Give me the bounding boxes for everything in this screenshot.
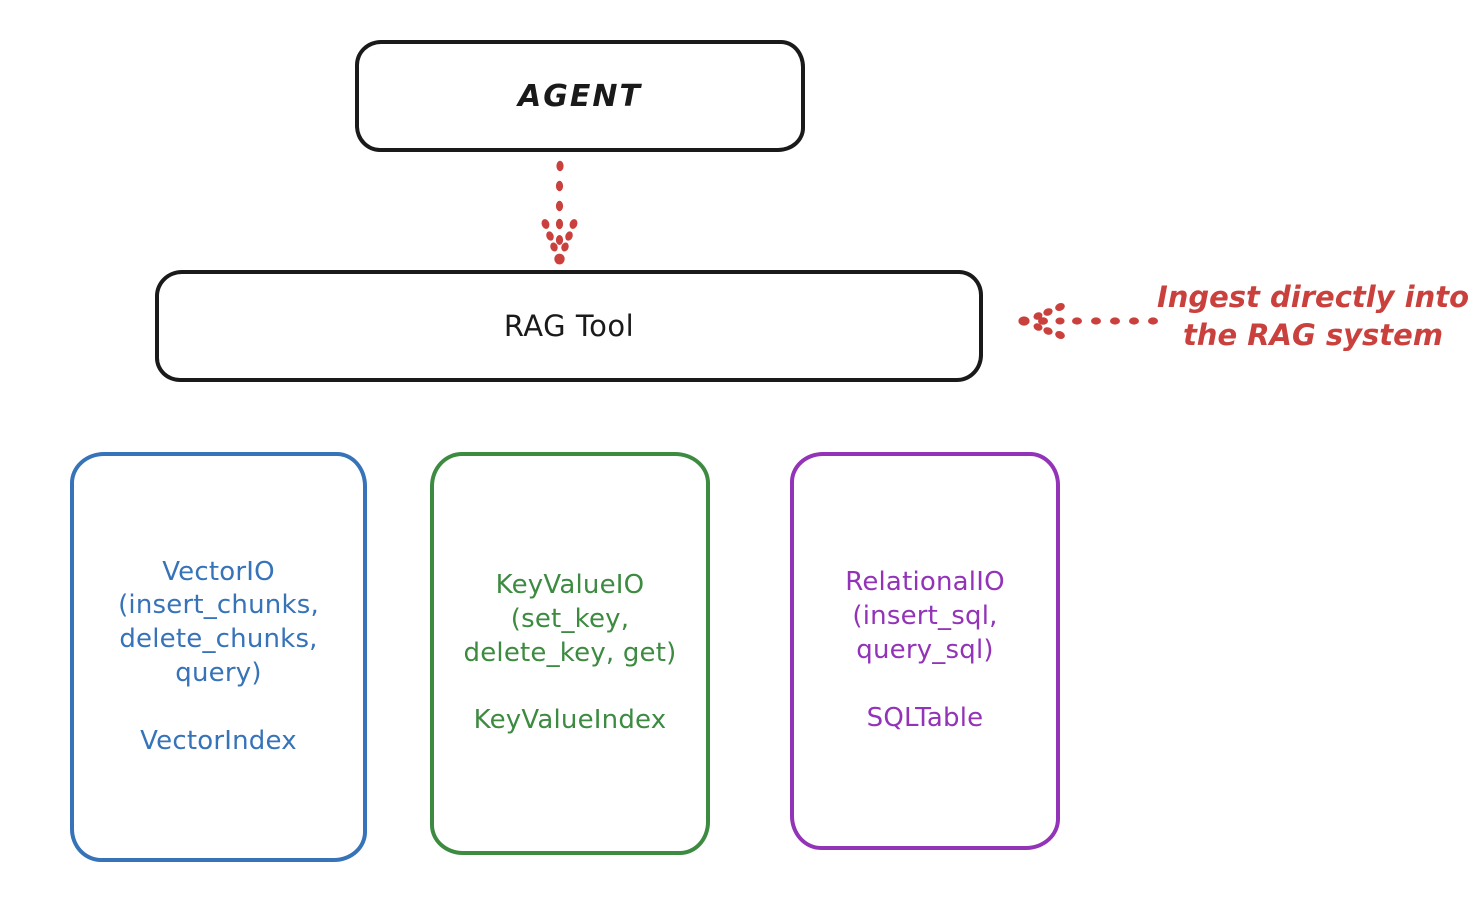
node-key-value-io-api: KeyValueIO (set_key, delete_key, get) — [463, 569, 677, 668]
node-key-value-io[interactable]: KeyValueIO (set_key, delete_key, get) Ke… — [430, 452, 710, 855]
node-agent[interactable]: AGENT — [355, 40, 805, 152]
node-agent-label: AGENT — [518, 78, 642, 114]
connector-note-to-rag-tool — [1018, 303, 1158, 339]
node-vector-io-store: VectorIndex — [140, 725, 297, 756]
node-relational-io-api: RelationalIO (insert_sql, query_sql) — [845, 567, 1005, 665]
node-vector-io-api: VectorIO (insert_chunks, delete_chunks, … — [118, 556, 319, 688]
connector-agent-to-rag-tool — [541, 160, 578, 265]
node-rag-tool[interactable]: RAG Tool — [155, 270, 983, 382]
annotation-ingest-note: Ingest directly into the RAG system — [1156, 280, 1470, 353]
node-relational-io-store: SQLTable — [866, 702, 984, 733]
node-key-value-io-store: KeyValueIndex — [473, 705, 667, 736]
node-vector-io[interactable]: VectorIO (insert_chunks, delete_chunks, … — [70, 452, 367, 862]
node-rag-tool-label: RAG Tool — [503, 309, 635, 343]
node-relational-io[interactable]: RelationalIO (insert_sql, query_sql) SQL… — [790, 452, 1060, 850]
